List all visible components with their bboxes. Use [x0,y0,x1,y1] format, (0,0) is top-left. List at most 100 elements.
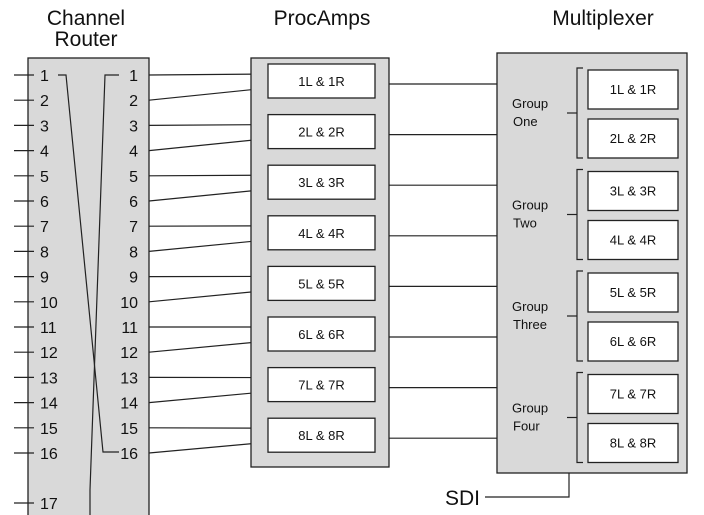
router-proc-wire [148,87,269,101]
mux-channel-label: 6L & 6R [610,334,657,349]
router-input-number: 10 [40,295,58,312]
mux-group-name: One [513,114,538,129]
channel-router-panel [27,57,150,515]
router-input-number: 17 [40,496,58,513]
router-proc-wire [148,289,269,303]
router-output-number: 3 [129,118,138,135]
router-output-number: 7 [129,219,138,236]
mux-group-label: Group [512,96,548,111]
mux-channel-box [587,118,679,159]
mux-channel-box [587,373,679,415]
procamp-box: 2L & 2R [267,113,376,150]
router-input-number: 8 [40,244,49,261]
procamp-box-label: 8L & 8R [298,428,345,443]
procamp-box-frame [267,164,376,200]
router-input-number: 3 [40,118,49,135]
procamp-box-label: 2L & 2R [298,125,345,140]
procamp-box-frame [267,215,376,251]
procamp-box-frame [267,366,376,403]
router-proc-wire [148,239,269,252]
procamp-box-label: 5L & 5R [298,276,345,291]
mux-channel-label: 3L & 3R [610,184,657,199]
crossover-line [58,74,119,453]
router-output-number: 14 [120,396,138,413]
router-input-number: 4 [40,144,49,161]
procamps-title: ProcAmps [274,7,371,30]
mux-channel-box [587,422,679,464]
router-input-number: 7 [40,219,49,236]
router-output-number: 2 [129,93,138,110]
procamp-box: 5L & 5R [267,265,376,302]
router-input-number: 6 [40,194,49,211]
router-output-number: 11 [121,320,138,337]
router-output-number: 5 [129,169,138,186]
sdi-output-line [485,473,570,498]
sdi-output: SDI [445,473,570,510]
procamp-box-label: 7L & 7R [298,378,345,393]
router-input-number: 15 [40,421,58,438]
mux-channel-label: 2L & 2R [610,131,657,146]
router-input-number: 13 [40,370,58,387]
procamp-box-frame [267,316,376,352]
router-input-number: 2 [40,93,49,110]
mux-group-name: Three [513,317,547,332]
mux-group-label: Group [512,401,548,416]
router-input-number: 9 [40,270,49,287]
sdi-label: SDI [445,487,480,510]
procamp-box: 1L & 1R [267,63,376,99]
router-proc-wire [148,441,269,454]
router-proc-wire [148,174,269,177]
mux-channel-box [587,321,679,362]
router-input-number: 5 [40,169,49,186]
procamp-box-list: 1L & 1R 2L & 2R 3L & 3R 4L & 4R 5L & 5R 6L & … [267,63,376,453]
router-to-procamps-wires [148,73,269,454]
router-output-number: 16 [120,446,138,463]
mux-channel-label: 7L & 7R [610,387,657,402]
mux-channel-label: 8L & 8R [610,436,657,451]
router-proc-wire [148,391,269,404]
router-proc-wire [148,188,269,202]
procamp-box-label: 4L & 4R [298,226,345,241]
router-input-number: 14 [40,396,58,413]
procamp-box-frame [267,113,376,150]
multiplexer-title: Multiplexer [552,7,654,30]
mux-channel-box [587,170,679,212]
mux-group-label: Group [512,299,548,314]
router-input-number: 16 [40,446,58,463]
router-output-number: 6 [129,194,138,211]
channel-router-title-line1: Channel [47,7,125,30]
procamp-box: 3L & 3R [267,164,376,200]
procamp-box-frame [267,265,376,302]
router-output-number: 10 [120,295,138,312]
router-proc-wire [148,73,269,76]
mux-channel-label: 5L & 5R [610,285,657,300]
procamp-box-label: 3L & 3R [298,175,345,190]
router-input-number: 1 [40,68,49,85]
mux-channel-box [587,219,679,261]
router-output-number: 15 [120,421,138,438]
router-output-number: 9 [129,270,138,287]
procamp-box: 6L & 6R [267,316,376,352]
procamp-box: 8L & 8R [267,417,376,453]
mux-group-name: Four [513,419,540,434]
mux-group-name: Two [513,216,537,231]
router-proc-wire [148,340,269,353]
router-output-number: 4 [129,144,138,161]
procamp-box-label: 1L & 1R [298,74,345,89]
router-crossover-lines [58,74,119,515]
router-input-number: 12 [40,345,58,362]
procamp-box-frame [267,417,376,453]
procamps-to-multiplexer-wires [389,83,497,439]
procamp-box-label: 6L & 6R [298,327,345,342]
router-output-number: 8 [129,244,138,261]
router-proc-wire [148,138,269,152]
